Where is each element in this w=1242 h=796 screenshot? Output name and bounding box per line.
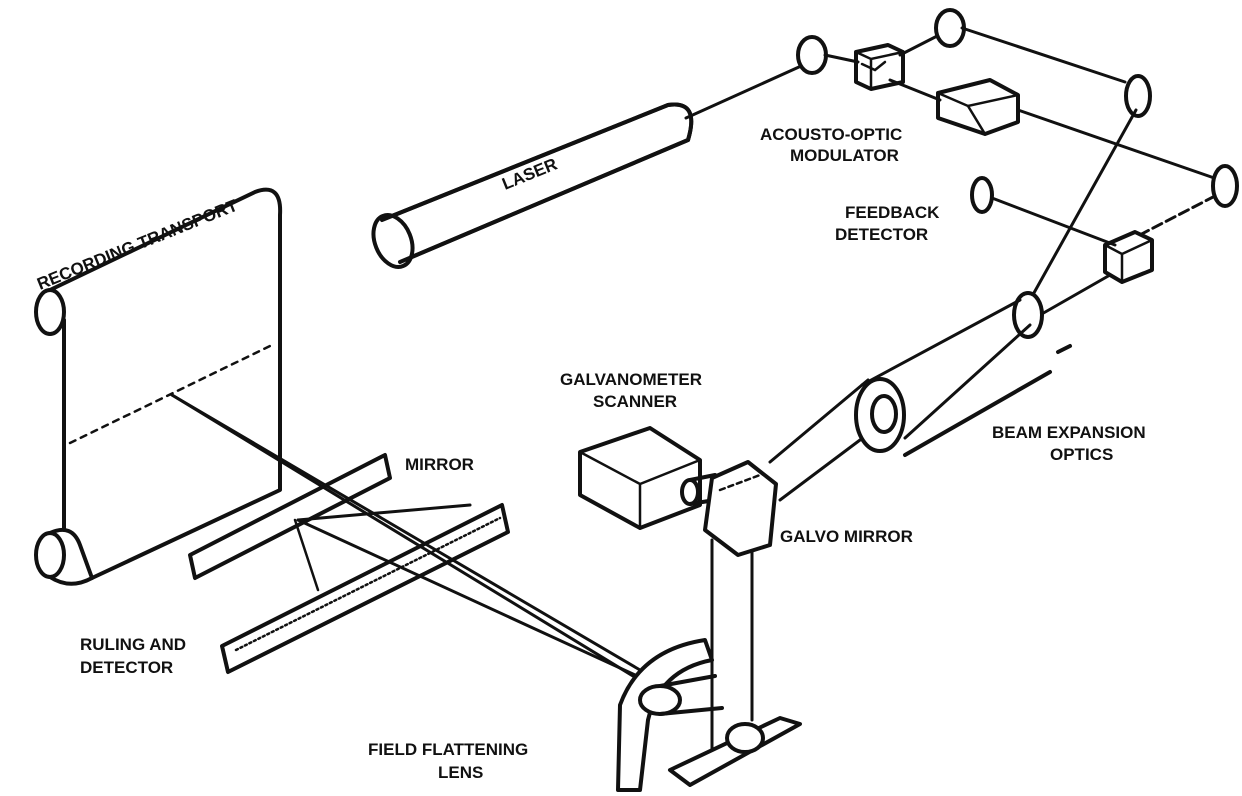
- label-feedback-line2: DETECTOR: [835, 225, 928, 244]
- label-feedback-line1: FEEDBACK: [845, 203, 940, 222]
- label-galvo-mirror: GALVO MIRROR: [780, 527, 913, 546]
- scan-beams: [170, 393, 658, 692]
- label-beam-expansion-line1: BEAM EXPANSION: [992, 423, 1146, 442]
- label-galvanometer-line1: GALVANOMETER: [560, 370, 702, 389]
- label-ruling-line1: RULING AND: [80, 635, 186, 654]
- label-mirror: MIRROR: [405, 455, 474, 474]
- label-ruling-line2: DETECTOR: [80, 658, 173, 677]
- beam-expansion-optics: [768, 291, 1072, 502]
- mirror: [188, 453, 392, 580]
- laser: [371, 102, 694, 269]
- label-beam-expansion-line2: OPTICS: [1050, 445, 1113, 464]
- upper-beam-path: [796, 8, 1239, 317]
- galvo-mirror: [703, 460, 778, 762]
- galvanometer-scanner: [578, 426, 717, 530]
- field-flattening-lens: [616, 638, 802, 792]
- ruling-detector: [220, 503, 510, 674]
- recording-transport: [34, 187, 283, 586]
- label-field-flattening-line2: LENS: [438, 763, 483, 782]
- label-field-flattening-line1: FIELD FLATTENING: [368, 740, 528, 759]
- label-recording-transport: RECORDING TRANSPORT: [34, 196, 240, 294]
- label-acousto-optic-line1: ACOUSTO-OPTIC: [760, 125, 902, 144]
- label-galvanometer-line2: SCANNER: [593, 392, 677, 411]
- label-acousto-optic-line2: MODULATOR: [790, 146, 899, 165]
